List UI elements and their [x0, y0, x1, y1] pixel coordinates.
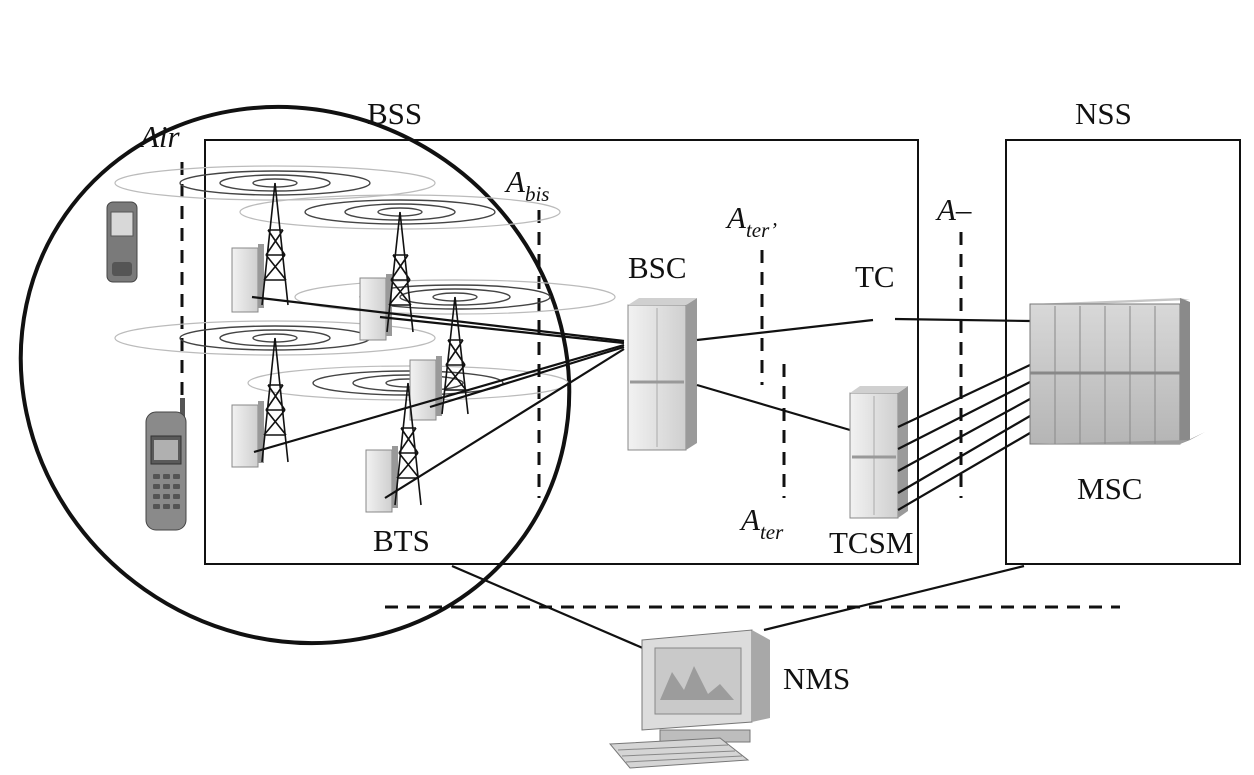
bts-bsc-links	[251, 295, 625, 499]
tcsm-label: TCSM	[829, 525, 913, 560]
bsc-tc-link	[696, 318, 874, 342]
antenna-tower-icon	[394, 382, 422, 506]
mobile-phone-icon	[145, 398, 187, 531]
bts-cabinet-icon	[409, 356, 442, 421]
nss-box	[1005, 139, 1241, 565]
ater-interface-label: Ater	[739, 502, 784, 544]
ater-main: A	[739, 502, 761, 537]
abis-main: A	[504, 164, 526, 199]
bsc-tcsm-link	[696, 383, 851, 432]
msc-label: MSC	[1077, 471, 1142, 506]
computer-workstation-icon	[608, 629, 770, 769]
bts-cabinet-icon	[231, 244, 264, 313]
antenna-tower-icon	[441, 296, 469, 415]
ater-prime-main: A	[725, 200, 747, 235]
tc-label: TC	[855, 259, 895, 294]
tcsm-cabinet-icon	[849, 386, 908, 519]
bss-label: BSS	[367, 96, 422, 131]
abis-interface-label: Abis	[504, 164, 549, 206]
antenna-tower-icon	[261, 337, 289, 463]
bsc-cabinet-icon	[627, 298, 697, 451]
antenna-tower-icon	[261, 182, 289, 306]
bss-box	[204, 139, 919, 565]
a-interface-label: A–	[935, 192, 972, 227]
tcsm-msc-links	[897, 364, 1031, 511]
bts-cabinet-icon	[231, 401, 264, 468]
bss-coverage-ellipse	[18, 104, 572, 646]
air-interface-label: Air	[138, 119, 181, 154]
bsc-label: BSC	[628, 250, 687, 285]
msc-rack-icon	[1029, 298, 1205, 445]
antenna-tower-icon	[386, 211, 414, 333]
tc-msc-link	[894, 317, 1031, 323]
ater-sub: ter	[760, 520, 784, 544]
nms-label: NMS	[783, 661, 850, 696]
nss-label: NSS	[1075, 96, 1132, 131]
bts-nms-link	[451, 564, 653, 654]
bts-label: BTS	[373, 523, 430, 558]
ater-prime-sub: ter’	[746, 218, 777, 242]
mobile-phone-icon	[106, 201, 138, 283]
abis-sub: bis	[525, 182, 550, 206]
ater-prime-interface-label: Ater’	[725, 200, 777, 242]
nss-nms-link	[763, 564, 1025, 632]
bts-cabinet-icon	[365, 446, 398, 513]
